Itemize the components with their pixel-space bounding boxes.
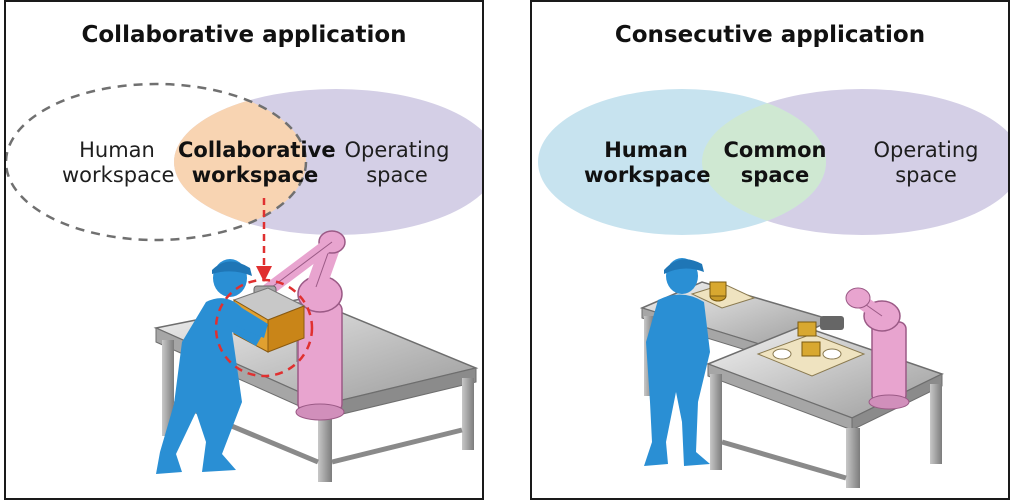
- arrow-head: [256, 266, 272, 282]
- collaborative-scene: [6, 82, 482, 482]
- human-workspace-label: Human workspace: [584, 138, 711, 187]
- collaborative-workspace-region: [174, 89, 306, 235]
- operating-space-label: Operating space: [344, 138, 450, 187]
- robot-arm: [797, 287, 910, 410]
- human-operator-figure: [644, 258, 710, 466]
- consecutive-scene: [538, 89, 1008, 488]
- front-table: [705, 325, 944, 488]
- collaborative-workspace-label: Collaborative workspace: [178, 138, 336, 187]
- human-workspace-ellipse: [6, 82, 308, 242]
- collaborative-application-panel: Collaborative application: [4, 0, 484, 500]
- panel-title: Collaborative application: [81, 22, 407, 48]
- panel-title: Consecutive application: [614, 22, 926, 48]
- robot-arm: [253, 230, 346, 421]
- operating-space-label: Operating space: [873, 138, 979, 187]
- common-space-label: Common space: [723, 138, 827, 187]
- human-workspace-label: Human workspace: [62, 138, 175, 187]
- common-space-region: [702, 89, 826, 235]
- consecutive-application-panel: Consecutive application: [530, 0, 1010, 500]
